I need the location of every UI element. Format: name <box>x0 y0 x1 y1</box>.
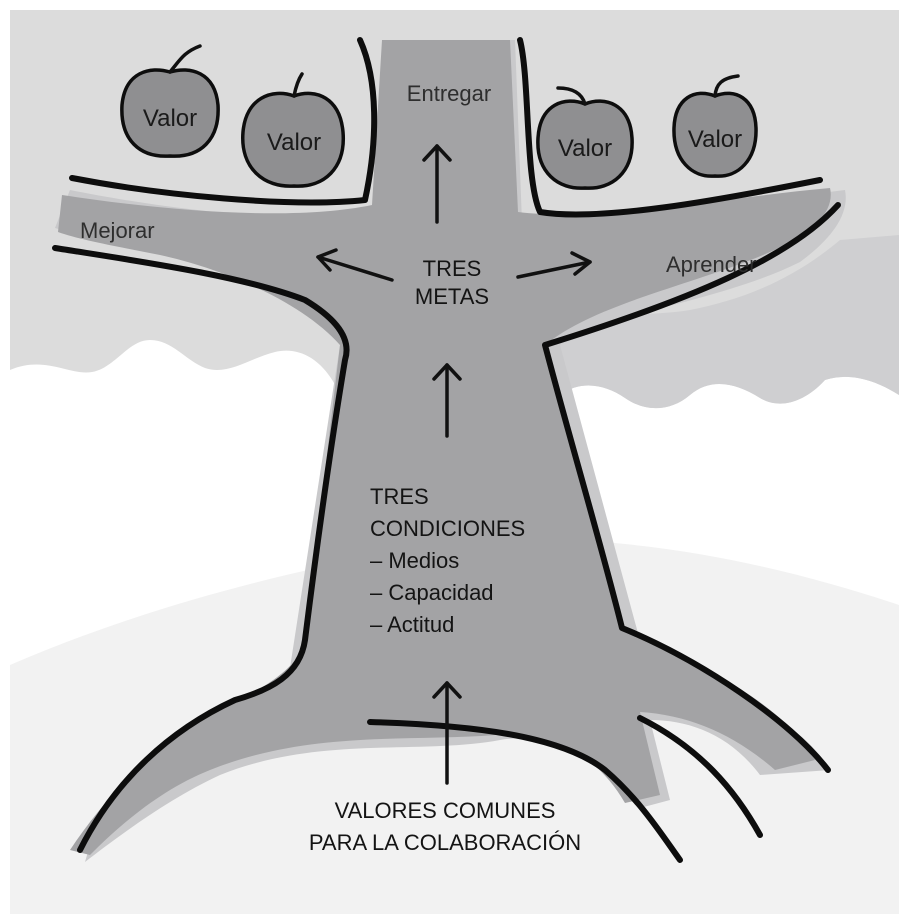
conditions-item-2: – Capacidad <box>370 580 494 605</box>
branch-label-top: Entregar <box>407 81 491 106</box>
branch-label-left: Mejorar <box>80 218 155 243</box>
conditions-item-1: – Medios <box>370 548 459 573</box>
branch-label-right: Aprender <box>666 252 757 277</box>
apple-4-label: Valor <box>688 126 742 153</box>
goals-line-2: METAS <box>415 284 489 309</box>
roots-line-2: PARA LA COLABORACIÓN <box>309 830 581 855</box>
apple-2-label: Valor <box>267 129 321 156</box>
conditions-item-3: – Actitud <box>370 612 454 637</box>
roots-line-1: VALORES COMUNES <box>335 798 556 823</box>
conditions-line-1: TRES <box>370 484 429 509</box>
apple-1-label: Valor <box>143 105 197 132</box>
conditions-line-2: CONDICIONES <box>370 516 525 541</box>
goals-line-1: TRES <box>423 256 482 281</box>
apple-3-label: Valor <box>558 135 612 162</box>
